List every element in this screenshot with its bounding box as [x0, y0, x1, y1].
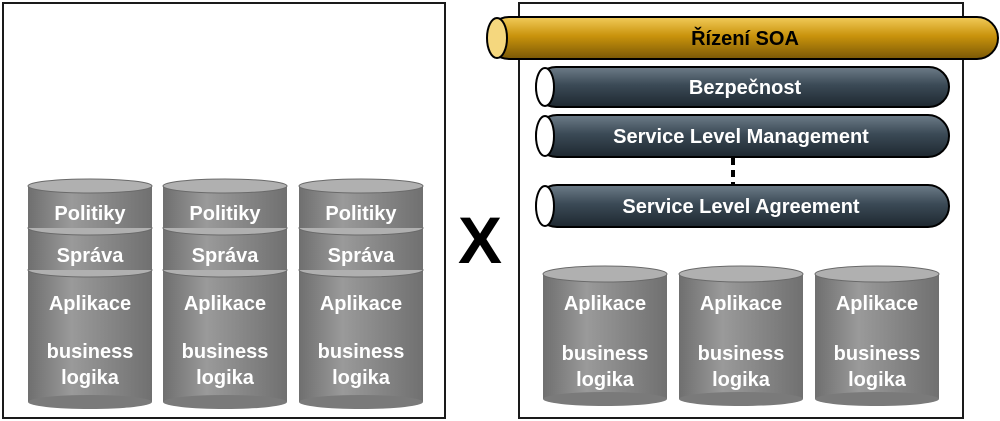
app-2-logika: logika	[712, 369, 771, 391]
app-1-business: business	[562, 343, 649, 365]
security-pipe-label: Bezpečnost	[689, 77, 802, 99]
stack-1-business: business	[47, 341, 134, 363]
governance-pipe-label: Řízení SOA	[691, 26, 799, 50]
app-1-logika: logika	[576, 369, 635, 391]
stack-3-business: business	[318, 341, 405, 363]
app-1-aplikace: Aplikace	[564, 293, 646, 315]
app-cylinder-2: Aplikace business logika	[678, 265, 804, 406]
stack-2-aplikace: Aplikace	[184, 293, 266, 315]
stack-1-sprava: Správa	[57, 245, 125, 267]
stack-1-politiky: Politiky	[54, 203, 126, 225]
app-cylinder-3: Aplikace business logika	[814, 265, 940, 406]
left-panel: Politiky Správa Aplikace business logika…	[2, 2, 446, 419]
app-cylinder-1: Aplikace business logika	[542, 265, 668, 406]
stack-1: Politiky Správa Aplikace business logika	[27, 178, 153, 409]
stack-2-logika: logika	[196, 367, 255, 389]
stack-2-sprava: Správa	[192, 245, 260, 267]
stack-3: Politiky Správa Aplikace business logika	[298, 178, 424, 409]
stack-1-logika: logika	[61, 367, 120, 389]
stack-2: Politiky Správa Aplikace business logika	[162, 178, 288, 409]
slm-pipe-label: Service Level Management	[613, 126, 869, 148]
slm-pipe: Service Level Management	[535, 114, 950, 158]
app-2-aplikace: Aplikace	[700, 293, 782, 315]
governance-pipe: Řízení SOA	[486, 16, 999, 60]
stack-3-sprava: Správa	[328, 245, 396, 267]
stack-3-logika: logika	[332, 367, 391, 389]
stack-3-politiky: Politiky	[325, 203, 397, 225]
stack-2-business: business	[182, 341, 269, 363]
stack-3-aplikace: Aplikace	[320, 293, 402, 315]
left-stacks-diagram: Politiky Správa Aplikace business logika…	[27, 178, 424, 409]
app-3-business: business	[834, 343, 921, 365]
versus-symbol: X	[457, 203, 503, 277]
app-3-logika: logika	[848, 369, 907, 391]
security-pipe: Bezpečnost	[535, 66, 950, 108]
stack-2-politiky: Politiky	[189, 203, 261, 225]
sla-pipe-label: Service Level Agreement	[622, 196, 859, 218]
app-2-business: business	[698, 343, 785, 365]
app-3-aplikace: Aplikace	[836, 293, 918, 315]
stack-1-aplikace: Aplikace	[49, 293, 131, 315]
sla-pipe: Service Level Agreement	[535, 184, 950, 228]
